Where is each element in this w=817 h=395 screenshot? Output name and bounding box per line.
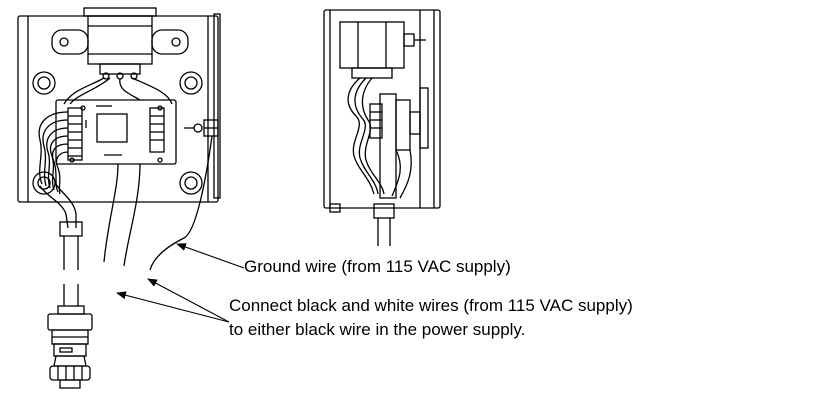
- transformer-leads: [63, 77, 173, 105]
- side-wire-bundle: [347, 77, 412, 199]
- transformer: [51, 7, 189, 80]
- cable-strain-relief: [39, 183, 83, 270]
- connector-plug: [47, 284, 93, 389]
- supply-wires: [103, 135, 213, 271]
- mounting-boss-top-right: [179, 71, 203, 95]
- ground-terminal: [184, 119, 219, 137]
- mounting-boss-top-left: [32, 71, 56, 95]
- connect-arrow-white: [147, 278, 230, 323]
- circuit-board: [55, 99, 177, 165]
- terminal-block-right: [149, 107, 165, 153]
- ground-wire-label: Ground wire (from 115 VAC supply): [244, 257, 511, 276]
- side-transformer: [339, 21, 426, 79]
- terminal-block-left: [67, 107, 83, 161]
- side-cable-strain-relief: [329, 203, 395, 246]
- mounting-boss-bottom-left: [32, 171, 56, 195]
- wire-bundle-left: [38, 111, 69, 195]
- connect-wires-label-line-1: Connect black and white wires (from 115 …: [229, 296, 633, 315]
- connect-wires-label-line-2: to either black wire in the power supply…: [229, 320, 526, 339]
- mounting-boss-bottom-right: [179, 171, 203, 195]
- ground-wire-arrow: [176, 243, 245, 269]
- side-circuit-board: [369, 87, 429, 199]
- connect-arrow-black: [116, 291, 230, 323]
- enclosure-side-view: [323, 9, 441, 209]
- callout-arrows: [116, 243, 245, 323]
